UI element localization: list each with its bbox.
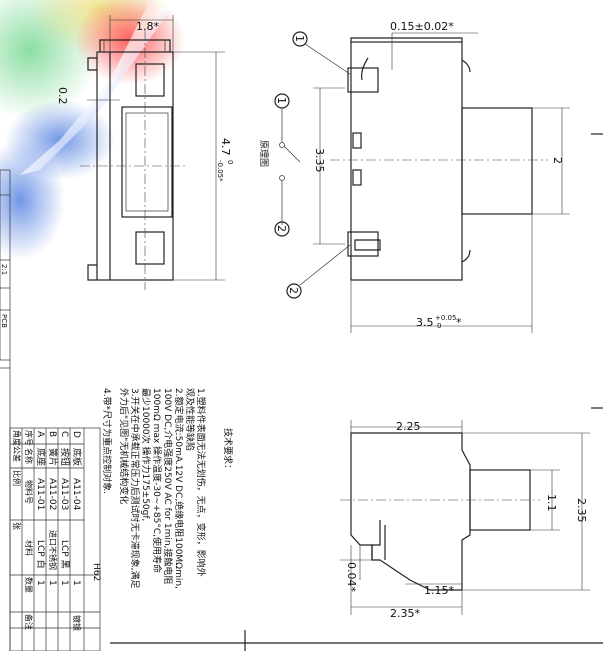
schematic: 1 2 原理图 (258, 93, 301, 237)
bom-header-material: 材料 (24, 540, 34, 556)
front-view: 0.15±0.02* 3.35 2 3.5 +0.05 0 * 1 2 (286, 20, 570, 333)
dim-knob-side: 1.1 (545, 494, 558, 512)
dim-gap: 0.2 (56, 87, 69, 105)
bom-header-qty: 数量 (24, 577, 34, 593)
bom-footer-mid: 比例 (12, 470, 22, 486)
bom-row: D 底板 A11-04 1 镀银 (71, 431, 83, 631)
callout-label: 1 (275, 97, 288, 104)
dim-front-width: 3.5 (416, 316, 434, 329)
dim-pin-width: 0.15±0.02* (390, 20, 454, 33)
tech-requirement-line: 最少10000次 操作力175±50gf, (140, 388, 152, 521)
bom-header-row: 序号 名称 物料号 材料 数量 备注 (24, 430, 34, 630)
tech-requirement-line: 3.开关在中承载正常压力后测试时无卡滞现象,满足 (129, 388, 141, 588)
bom-code: A11-03 (59, 478, 69, 510)
bom-code: A11-04 (71, 478, 81, 511)
dim-front-width-mark: * (456, 316, 462, 329)
bom-name: 底座 (35, 448, 47, 466)
callout-label: 2 (275, 225, 288, 232)
tech-requirement-line: 观及性能等缺陷 (184, 388, 196, 451)
bom-row: A 底座 A11-01 LCP 白 1 (35, 431, 47, 586)
bom-name: 簧片 (47, 448, 59, 466)
bom-material: 进口不锈钢 (48, 530, 58, 570)
bom-qty: 1 (47, 580, 57, 586)
left-tab-label: 2:1 (0, 264, 8, 275)
bom-footer-left: 角度公差 (12, 430, 22, 462)
bom-code: A11-01 (35, 478, 45, 510)
dim-top-width: 1.8* (136, 20, 159, 33)
tech-requirements: 技术要求： 1.塑料件表面无法无划伤，无点，变形，影响外 观及性能等缺陷 2.额… (101, 388, 234, 589)
dim-knob-height: 2 (551, 157, 564, 164)
bom-note: 镀银 (72, 615, 82, 631)
bom-extra-header: H62 (91, 563, 101, 581)
tech-requirement-line: 100mΩ max 操作温度-30~+85°C,使用寿命 (151, 388, 163, 573)
bom-no: D (71, 431, 81, 438)
side-view-left: 1.8* 0.2 4.7 0 -0.05* (56, 15, 234, 290)
bom-name: 按钮 (59, 448, 71, 466)
bom-header-code: 物料号 (24, 480, 34, 504)
callout-label: 1 (293, 35, 306, 42)
bom-no: B (47, 431, 57, 437)
dim-side-length: 4.7 (219, 138, 232, 156)
dim-side-length-tol-lower: -0.05* (216, 160, 224, 182)
tech-requirement-line: 4.带*尺寸为重点控制对象. (101, 388, 113, 494)
bom-no: A (35, 431, 45, 438)
bom-name: 底板 (71, 448, 83, 466)
dim-side-total-height: 2.35 (575, 498, 588, 523)
dim-side-top-width: 2.25 (396, 420, 421, 433)
bom-qty: 1 (59, 580, 69, 586)
tech-requirement-line: 100V DC,介电强度250V AC for 1min,接触电阻 (162, 388, 174, 584)
bom-material: LCP 黑 (59, 540, 70, 569)
bom-qty: 1 (71, 580, 81, 586)
dim-knob-offset: 1.15* (424, 584, 454, 597)
bom-footer-right: 张 (12, 522, 21, 530)
bom-table: H62 D 底板 A11-04 1 镀银 C 按钮 A11-03 LCP 黑 1… (0, 360, 101, 651)
dim-side-gap: 0.04* (345, 562, 358, 592)
tech-requirement-line: 外力后"见图"无机械结构变化 (118, 388, 130, 504)
dim-side-total-width: 2.35* (390, 607, 420, 620)
bom-code: A11-02 (47, 478, 57, 510)
dim-front-width-tol-upper: +0.05 (435, 314, 456, 322)
tech-requirements-heading: 技术要求： (222, 428, 234, 473)
dim-body-height: 3.35 (313, 148, 326, 173)
bom-no: C (59, 431, 69, 437)
bom-qty: 1 (35, 580, 45, 586)
color-artifact (0, 0, 185, 260)
dim-front-width-tol-lower: 0 (437, 322, 441, 330)
bom-row: B 簧片 A11-02 进口不锈钢 1 (47, 431, 59, 586)
tech-requirement-line: 2.额定电流:50mA.12V DC,绝缘电阻100MΩmin, (173, 388, 185, 589)
bom-header-name: 名称 (24, 448, 34, 464)
bom-row: C 按钮 A11-03 LCP 黑 1 (59, 431, 71, 586)
side-view-bottom: 2.25 1.1 2.35 0.04* 1.15* 2.35* (340, 420, 590, 620)
bom-header-no: 序号 (24, 430, 34, 446)
tech-requirement-line: 1.塑料件表面无法无划伤，无点，变形，影响外 (195, 388, 207, 577)
left-title-tabs: 2:1 PCB (0, 169, 11, 361)
bom-header-note: 备注 (24, 614, 34, 630)
bom-material: LCP 白 (35, 540, 47, 569)
left-tab-label: PCB (0, 314, 8, 328)
callout-label: 2 (287, 287, 300, 294)
schematic-label: 原理图 (258, 140, 269, 167)
dim-side-length-tol-upper: 0 (226, 160, 234, 164)
